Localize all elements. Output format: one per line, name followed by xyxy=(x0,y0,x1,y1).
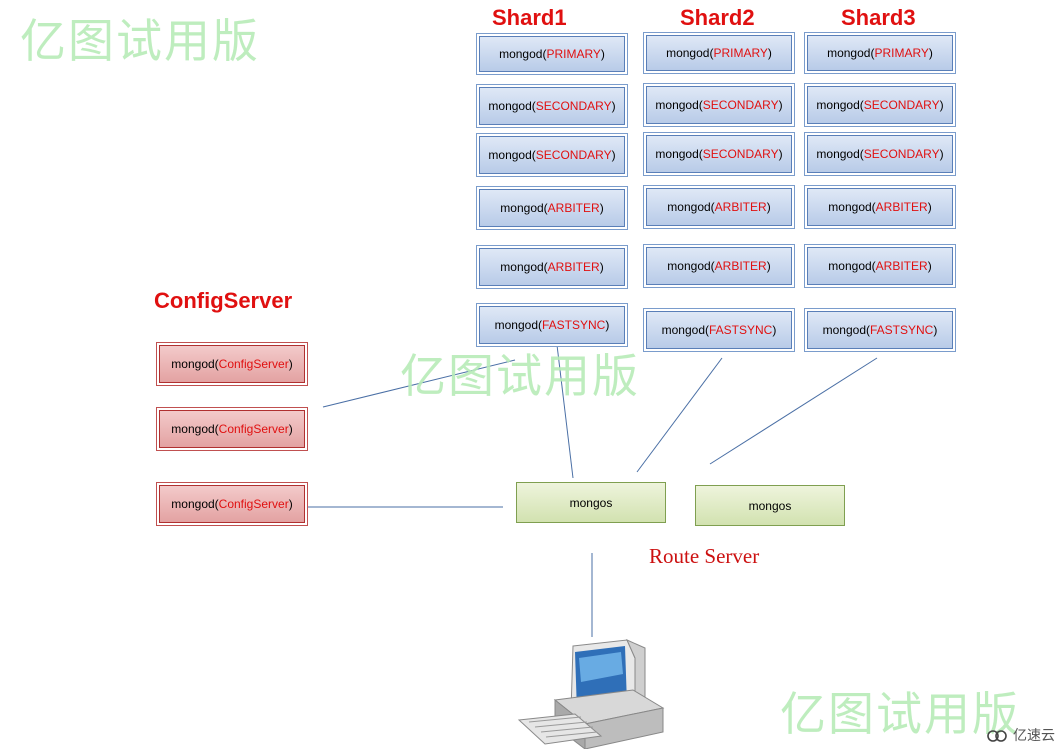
shard2-title: Shard2 xyxy=(680,5,755,30)
connector-config-to-shard1 xyxy=(322,359,516,408)
shard3-node-4: mongod(ARBITER) xyxy=(807,188,953,226)
connector-shard2-to-mongos xyxy=(636,357,723,473)
shard1-node-3: mongod(SECONDARY) xyxy=(479,136,625,174)
shard2-node-6: mongod(FASTSYNC) xyxy=(646,311,792,349)
shard2-node-5: mongod(ARBITER) xyxy=(646,247,792,285)
shard2-node-3: mongod(SECONDARY) xyxy=(646,135,792,173)
client-computer-icon xyxy=(517,639,665,749)
watermark-bottom-right: 亿图试用版 xyxy=(780,687,1020,741)
shard1-node-2: mongod(SECONDARY) xyxy=(479,87,625,125)
shard1-title: Shard1 xyxy=(492,5,567,30)
config-node-3: mongod(ConfigServer) xyxy=(159,485,305,523)
shard1-node-1: mongod(PRIMARY) xyxy=(479,36,625,72)
shard3-node-6: mongod(FASTSYNC) xyxy=(807,311,953,349)
connector-shard3-to-mongos xyxy=(709,357,878,465)
shard2-node-1: mongod(PRIMARY) xyxy=(646,35,792,71)
configserver-title: ConfigServer xyxy=(154,288,293,313)
route-server-label: Route Server xyxy=(649,544,760,568)
watermark-center: 亿图试用版 xyxy=(400,349,640,403)
shard3-node-5: mongod(ARBITER) xyxy=(807,247,953,285)
footer-logo: 亿速云 xyxy=(986,725,1055,745)
shard1-node-6: mongod(FASTSYNC) xyxy=(479,306,625,344)
shard3-node-1: mongod(PRIMARY) xyxy=(807,35,953,71)
shard3-node-2: mongod(SECONDARY) xyxy=(807,86,953,124)
shard2-node-2: mongod(SECONDARY) xyxy=(646,86,792,124)
footer-logo-text: 亿速云 xyxy=(1013,727,1055,743)
shard1-node-5: mongod(ARBITER) xyxy=(479,248,625,286)
cloud-logo-icon xyxy=(987,730,1007,742)
shard2-node-4: mongod(ARBITER) xyxy=(646,188,792,226)
mongos-router-1: mongos xyxy=(516,482,666,523)
shard3-title: Shard3 xyxy=(841,5,916,30)
config-node-2: mongod(ConfigServer) xyxy=(159,410,305,448)
config-node-1: mongod(ConfigServer) xyxy=(159,345,305,383)
mongos-router-2: mongos xyxy=(695,485,845,526)
connector-shard1-to-mongos xyxy=(556,344,574,479)
shard3-node-3: mongod(SECONDARY) xyxy=(807,135,953,173)
watermark-top-left: 亿图试用版 xyxy=(20,14,260,68)
shard1-node-4: mongod(ARBITER) xyxy=(479,189,625,227)
